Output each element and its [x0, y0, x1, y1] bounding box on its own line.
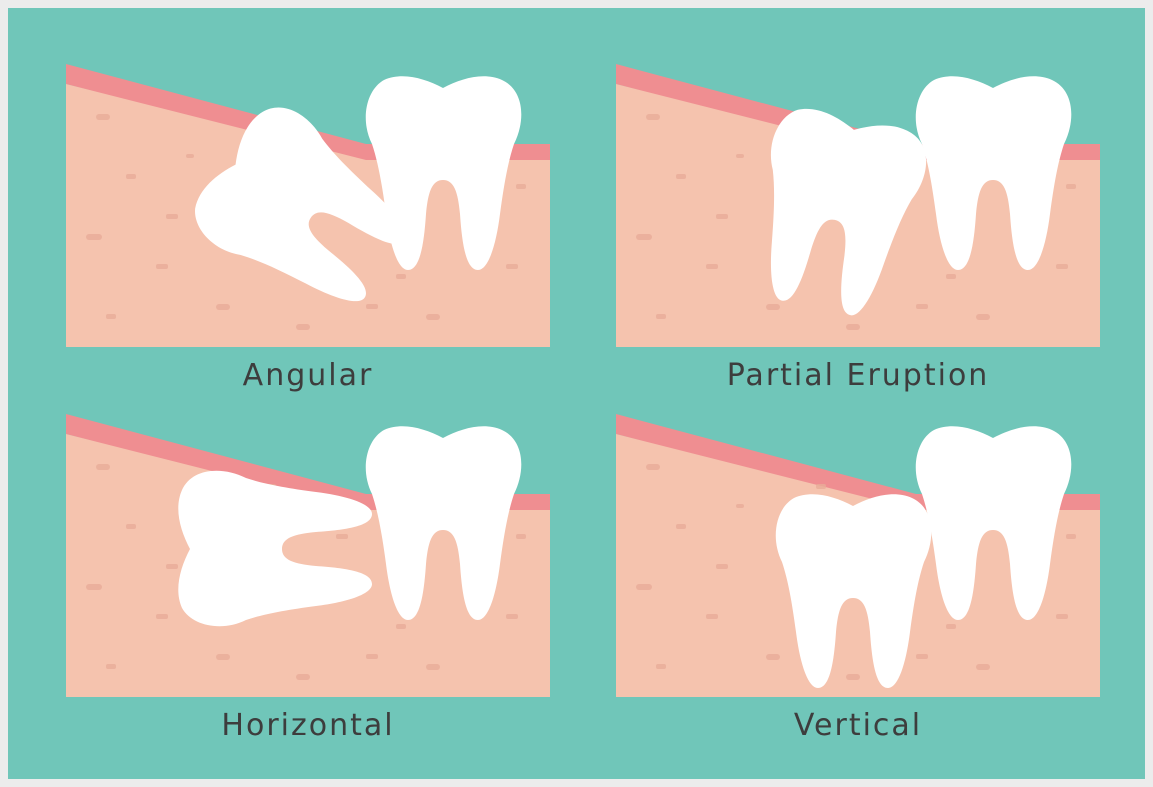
- angular-panel: [66, 64, 550, 347]
- vertical-panel: [616, 414, 1100, 697]
- horizontal-label: Horizontal: [66, 708, 550, 743]
- vertical-label: Vertical: [616, 708, 1100, 743]
- angular-label: Angular: [66, 358, 550, 393]
- horizontal-panel: [66, 414, 550, 697]
- partial-eruption-panel: [616, 64, 1100, 347]
- infographic-frame: Angular Partial Eruption Horizontal: [8, 8, 1145, 779]
- partial-eruption-label: Partial Eruption: [616, 358, 1100, 393]
